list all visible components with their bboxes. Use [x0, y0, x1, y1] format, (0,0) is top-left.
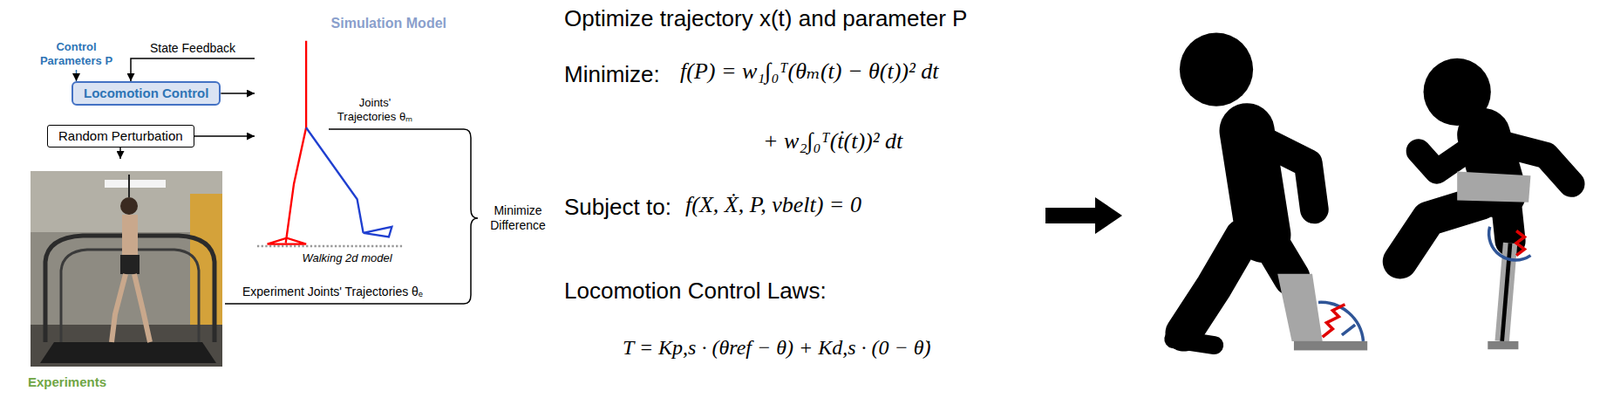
flow-arrow [130, 58, 255, 82]
equation: T = Kp,s · (θref − θ) + Kd,s · (0 − θ̇) [622, 334, 932, 361]
prosthetic-socket [1457, 171, 1531, 203]
swing-foot [363, 226, 393, 238]
equation: f(X, Ẋ, P, vbelt) = 0 [685, 190, 862, 218]
flow-arrow [119, 147, 122, 159]
prosthetic-foot [1293, 340, 1368, 351]
photo-floor [30, 324, 223, 367]
model-output-line [328, 128, 464, 130]
thigh [1267, 237, 1293, 279]
prosthetic-shank [1277, 273, 1322, 341]
control-box: Locomotion Control [71, 81, 221, 106]
flow-arrow [220, 92, 255, 95]
joint-arc [1489, 226, 1532, 260]
photo-wall [30, 170, 223, 367]
swing-leg [306, 127, 364, 233]
parameter-arrow [75, 69, 78, 82]
arm [1418, 144, 1477, 171]
experiment-photo [30, 170, 223, 367]
bracket [463, 129, 478, 304]
big-arrow [1045, 197, 1123, 234]
subject-shorts [120, 254, 140, 274]
treadmill-rail [61, 249, 199, 342]
region-shape [12, 158, 459, 393]
joint-arc [1318, 301, 1363, 341]
equation-label: Subject to: [564, 193, 672, 221]
region-title: Simulation Model [331, 15, 447, 32]
harness [128, 174, 130, 198]
subject-leg [111, 273, 126, 342]
walker-figure [1173, 32, 1368, 350]
bracket-label: Minimize Difference [481, 203, 555, 233]
equation-label: Locomotion Control Laws: [564, 277, 827, 305]
subject-head [120, 197, 138, 215]
region-fill [18, 164, 453, 387]
model-panel: Walking 2d model [254, 33, 440, 267]
box-text: Random Perturbation [58, 128, 184, 144]
flow-arrow [194, 135, 255, 137]
region-fill [18, 18, 451, 266]
box-text: Locomotion Control [83, 85, 209, 102]
ground-line [257, 245, 403, 247]
region-title: Experiments [27, 374, 107, 389]
subject-leg [134, 273, 150, 342]
shoe [1173, 339, 1215, 346]
process-box: Random Perturbation [47, 124, 195, 148]
spring [1516, 230, 1525, 255]
spring [1322, 304, 1346, 337]
edge-label: State Feedback [149, 40, 236, 55]
equation: + w₂∫₀ᵀ(ṫ(t))² dt [762, 127, 903, 155]
heading-text: Optimize trajectory x(t) and parameter P [564, 5, 967, 33]
walking-model [257, 40, 403, 246]
subject-torso [122, 214, 138, 257]
runner-figure [1400, 58, 1573, 350]
signal-label: Joints' Trajectories θₘ [329, 95, 421, 124]
panel-caption: Walking 2d model [254, 251, 440, 265]
stance-leg [285, 40, 307, 244]
equation: f(P) = w₁∫₀ᵀ(θₘ(t) − θ(t))² dt [680, 57, 940, 85]
treadmill-belt [40, 341, 217, 363]
experiment-output-line [224, 302, 464, 305]
parameter-label: Control Parameters P [34, 40, 118, 69]
photo-light [104, 179, 166, 188]
equation-label: Minimize: [564, 61, 661, 89]
signal-label: Experiment Joints' Trajectories θₑ [242, 284, 423, 300]
head [1179, 32, 1253, 106]
arm [1263, 141, 1315, 210]
damper [1341, 324, 1355, 335]
prosthetic-foot [1487, 340, 1519, 349]
stance-foot [267, 238, 307, 245]
model-panel-ground [254, 33, 440, 267]
thigh [1505, 202, 1511, 241]
leg [1184, 237, 1244, 334]
leg [1400, 202, 1483, 262]
experiment-region: Experiments [12, 158, 459, 393]
